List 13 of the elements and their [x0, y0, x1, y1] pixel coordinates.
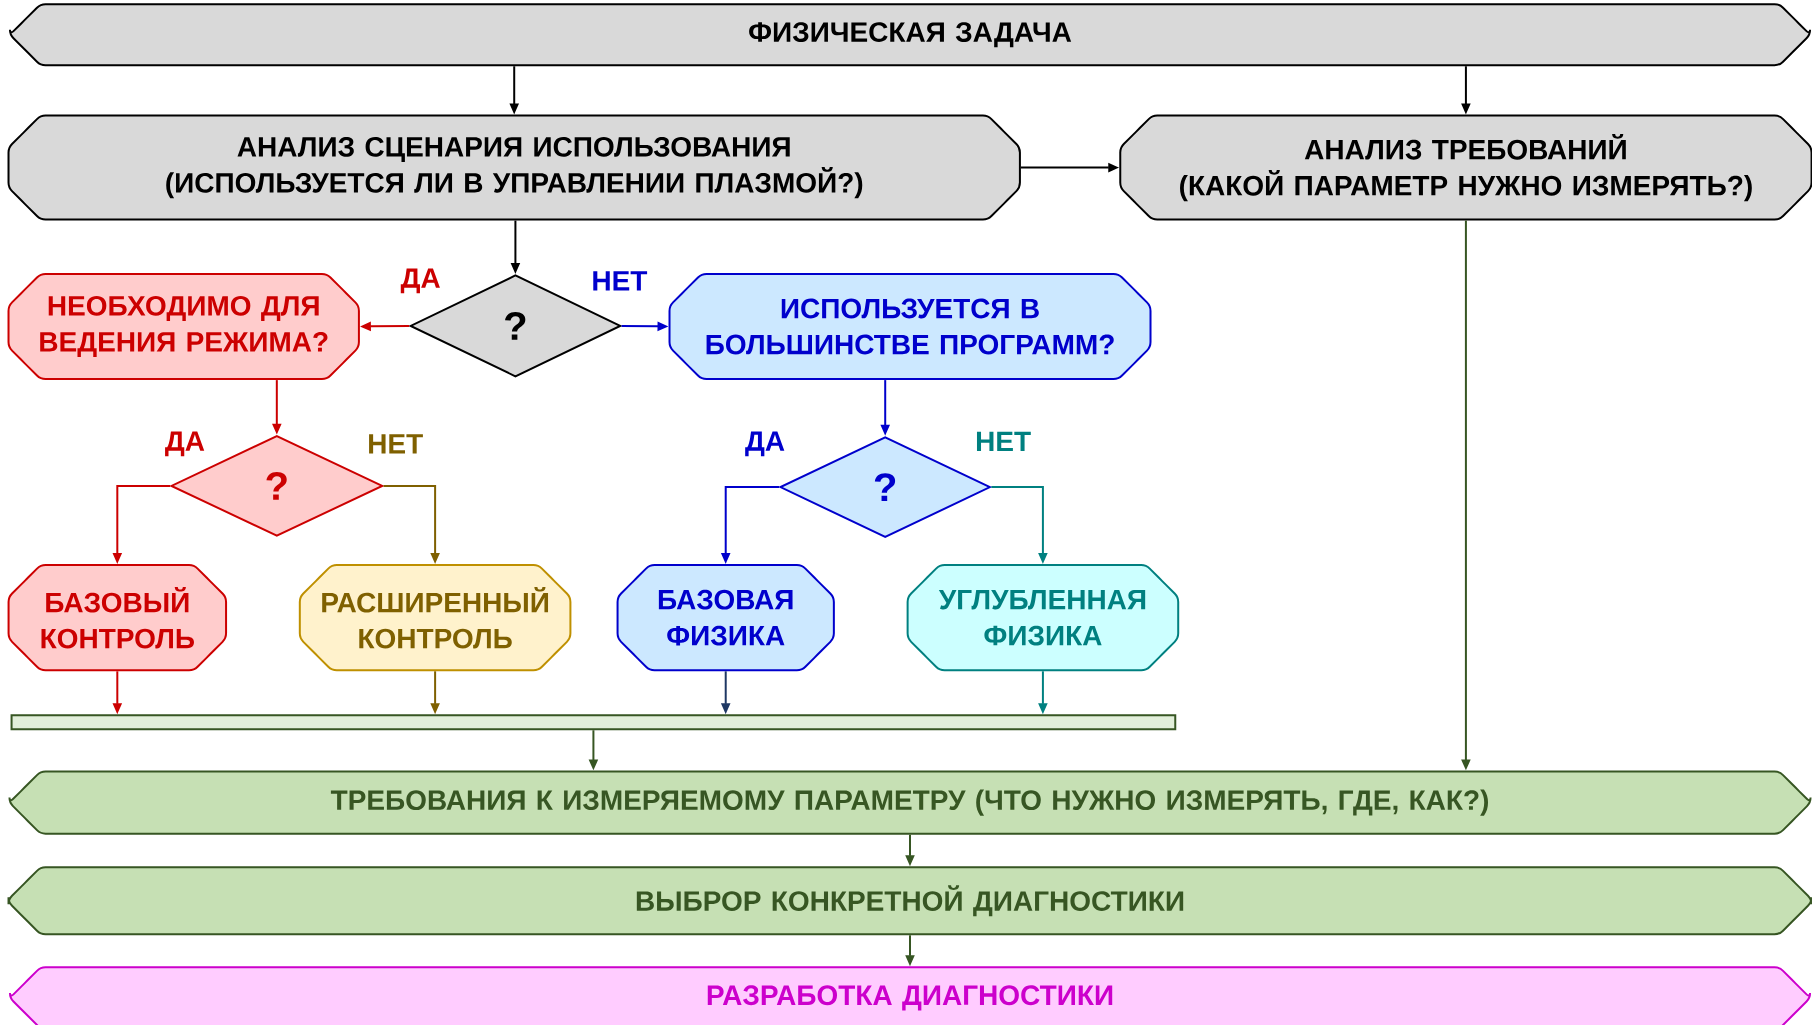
process-box: БАЗОВЫЙ КОНТРОЛЬ: [7, 564, 228, 672]
process-box: РАСШИРЕННЫЙ КОНТРОЛЬ: [298, 564, 572, 672]
process-box: АНАЛИЗ СЦЕНАРИЯ ИСПОЛЬЗОВАНИЯ (ИСПОЛЬЗУЕТСЯ ЛИ В УПРАВЛЕНИИ ПЛАЗМОЙ?): [7, 114, 1021, 221]
process-box: ТРЕБОВАНИЯ К ИЗМЕРЯЕМОМУ ПАРАМЕТРУ (ЧТО НУЖНО ИЗМЕРЯТЬ, ГДЕ, КАК?): [8, 770, 1812, 835]
process-box: РАЗРАБОТКА ДИАГНОСТИКИ: [8, 966, 1812, 1025]
process-box: ВЫБРОР КОНКРЕТНОЙ ДИАГНОСТИКИ: [7, 866, 1812, 936]
process-box: АНАЛИЗ ТРЕБОВАНИЙ (КАКОЙ ПАРАМЕТР НУЖНО ИЗМЕРЯТЬ?): [1119, 114, 1812, 221]
process-box: ФИЗИЧЕСКАЯ ЗАДАЧА: [8, 3, 1812, 67]
process-box: БАЗОВАЯ ФИЗИКА: [616, 564, 835, 672]
process-box: ИСПОЛЬЗУЕТСЯ В БОЛЬШИНСТВЕ ПРОГРАММ?: [668, 272, 1152, 381]
collector-bar: [10, 714, 1177, 731]
process-box: НЕОБХОДИМО ДЛЯ ВЕДЕНИЯ РЕЖИМА?: [7, 272, 360, 381]
process-box: УГЛУБЛЕННАЯ ФИЗИКА: [906, 564, 1180, 672]
